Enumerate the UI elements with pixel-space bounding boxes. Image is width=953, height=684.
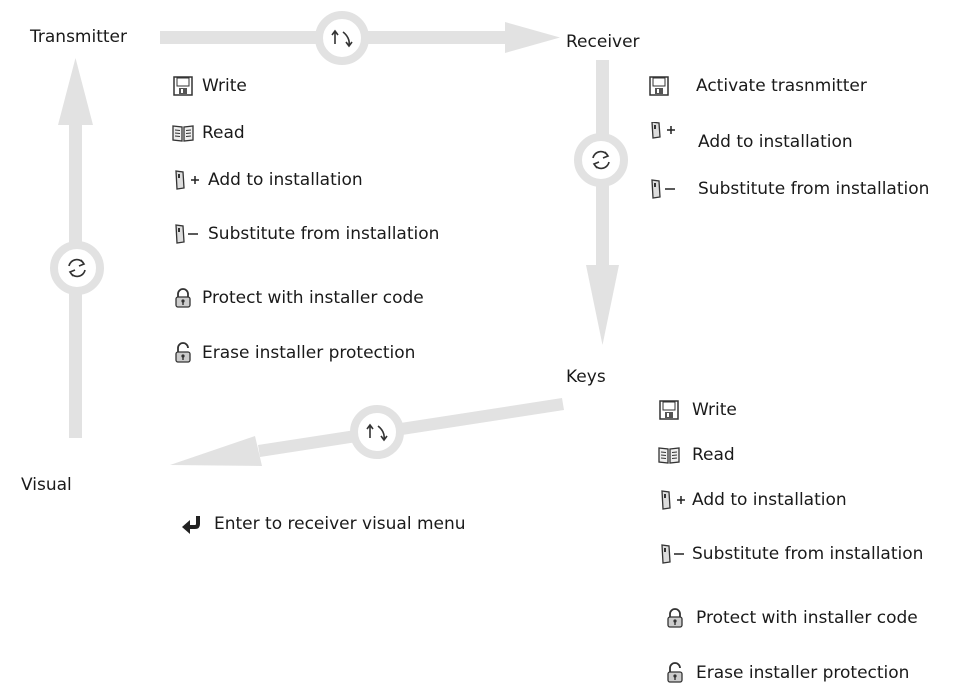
padlock-closed-icon: [664, 607, 686, 629]
transmitter-menu-label: Read: [202, 123, 245, 143]
transmitter-menu-item-write: Write: [172, 75, 247, 97]
transmitter-menu-item-add: Add to installation: [172, 169, 363, 191]
keys-menu-label: Erase installer protection: [696, 663, 910, 683]
receiver-menu-label: Activate trasnmitter: [696, 76, 867, 96]
node-transmitter: Transmitter: [30, 27, 127, 47]
transmitter-menu-label: Erase installer protection: [202, 343, 416, 363]
cycle-icon-right: [574, 133, 628, 187]
node-receiver: Receiver: [566, 32, 640, 52]
padlock-open-icon: [664, 662, 686, 684]
transmitter-menu-label: Write: [202, 76, 247, 96]
open-book-icon: [172, 122, 194, 144]
keys-menu-item-read: Read: [658, 444, 735, 466]
remote-remove-icon: [648, 178, 678, 200]
keys-menu-label: Read: [692, 445, 735, 465]
enter-return-icon: [178, 513, 204, 535]
padlock-closed-icon: [172, 287, 194, 309]
keys-menu-label: Add to installation: [692, 490, 847, 510]
keys-menu-item-add: Add to installation: [658, 489, 847, 511]
open-book-icon: [658, 444, 680, 466]
visual-menu-item-enter: Enter to receiver visual menu: [178, 513, 466, 535]
remote-remove-icon: [658, 543, 688, 565]
node-keys: Keys: [566, 367, 606, 387]
transmitter-menu-item-protect: Protect with installer code: [172, 287, 424, 309]
remote-add-icon: [648, 122, 678, 144]
remote-add-icon: [172, 169, 202, 191]
arrow-keys-to-visual: [170, 398, 564, 466]
keys-menu-label: Substitute from installation: [692, 544, 924, 564]
keys-menu-item-write: Write: [658, 399, 737, 421]
node-visual: Visual: [21, 475, 72, 495]
receiver-menu-item-substitute: Substitute from installation: [648, 178, 929, 200]
keys-menu-label: Protect with installer code: [696, 608, 918, 628]
padlock-open-icon: [172, 342, 194, 364]
transmitter-menu-item-erase: Erase installer protection: [172, 342, 415, 364]
transmitter-menu-item-read: Read: [172, 122, 245, 144]
remote-remove-icon: [172, 223, 202, 245]
cycle-icon-top: [315, 11, 369, 65]
cycle-icon-bottom: [350, 405, 404, 459]
floppy-disk-icon: [172, 75, 194, 97]
arrow-receiver-to-keys: [586, 60, 619, 345]
visual-menu-label: Enter to receiver visual menu: [214, 514, 466, 534]
floppy-disk-icon: [658, 399, 680, 421]
transmitter-menu-label: Protect with installer code: [202, 288, 424, 308]
transmitter-menu-label: Add to installation: [208, 170, 363, 190]
receiver-menu-item-add: Add to installation: [648, 122, 853, 152]
transmitter-menu-label: Substitute from installation: [208, 224, 440, 244]
transmitter-menu-item-substitute: Substitute from installation: [172, 223, 439, 245]
cycle-icon-left: [50, 241, 104, 295]
floppy-disk-icon: [648, 75, 670, 97]
keys-menu-item-protect: Protect with installer code: [664, 607, 918, 629]
receiver-menu-label: Substitute from installation: [698, 179, 930, 199]
receiver-menu-item-activate: Activate trasnmitter: [648, 75, 867, 97]
receiver-menu-label: Add to installation: [698, 132, 853, 152]
keys-menu-label: Write: [692, 400, 737, 420]
keys-menu-item-erase: Erase installer protection: [664, 662, 909, 684]
keys-menu-item-substitute: Substitute from installation: [658, 543, 923, 565]
remote-add-icon: [658, 489, 688, 511]
